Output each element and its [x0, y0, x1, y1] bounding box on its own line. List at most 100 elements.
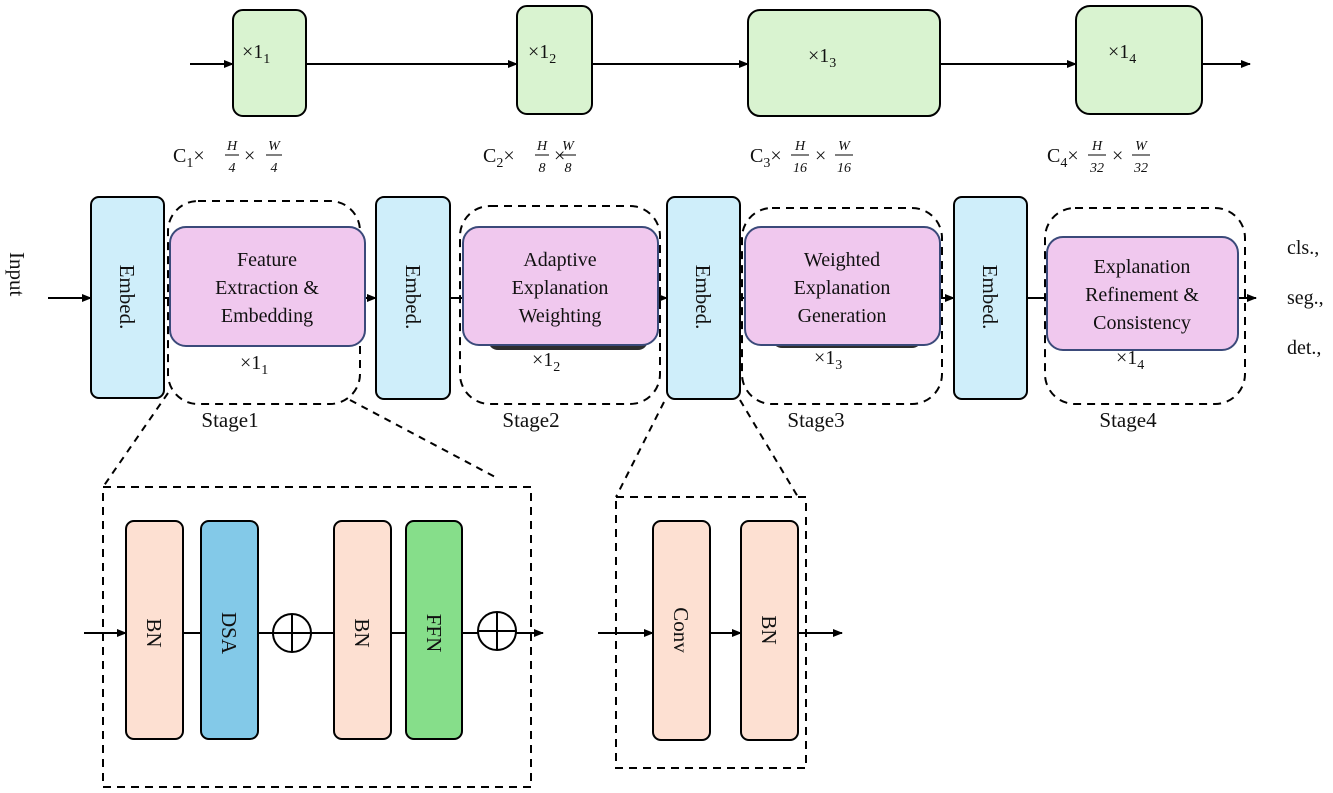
- svg-text:Generation: Generation: [798, 305, 887, 327]
- embed-box-3: [666, 196, 741, 400]
- repeat-label-2: ×12: [528, 41, 556, 67]
- stage-repeat-4: ×14: [1116, 347, 1144, 373]
- svg-text:Feature: Feature: [237, 249, 297, 271]
- embed-detail: Conv BN: [598, 496, 843, 769]
- stage-name-3: Stage3: [787, 408, 844, 432]
- svg-text:Adaptive: Adaptive: [523, 249, 596, 271]
- svg-text:Explanation: Explanation: [1094, 256, 1191, 278]
- input-label: Input: [5, 252, 29, 296]
- stage-repeat-1: ×11: [240, 352, 268, 378]
- stage-name-4: Stage4: [1099, 408, 1157, 432]
- embed-bn-label: BN: [757, 615, 781, 644]
- add-icon-2: [477, 611, 517, 651]
- stage-detail: BN DSA BN FFN: [84, 486, 544, 788]
- svg-text:×: ×: [1112, 145, 1123, 167]
- svg-text:Weighting: Weighting: [519, 305, 602, 327]
- svg-text:Weighted: Weighted: [804, 249, 880, 271]
- svg-text:4: 4: [271, 161, 278, 176]
- embed-label-3: Embed.: [691, 265, 715, 330]
- output-det: det.,: [1287, 337, 1321, 359]
- output-seg: seg.,: [1287, 287, 1324, 309]
- middle-row: Input Embed. Embed. Embed. Embed. Featur…: [5, 196, 1324, 432]
- stage-repeat-3: ×13: [814, 347, 842, 373]
- embed-box-4: [953, 196, 1028, 400]
- stage-box-2: [462, 226, 659, 346]
- stage-name-1: Stage1: [201, 408, 258, 432]
- stage-box-1: [169, 226, 366, 347]
- zoom-connectors: [102, 392, 799, 498]
- svg-text:C1×: C1×: [173, 145, 205, 171]
- svg-text:×: ×: [244, 145, 255, 167]
- svg-text:C2×: C2×: [483, 145, 515, 171]
- svg-text:4: 4: [229, 161, 236, 176]
- ffn-label: FFN: [422, 614, 446, 653]
- svg-text:32: 32: [1133, 161, 1148, 176]
- stage-box-4: [1046, 236, 1239, 351]
- svg-text:H: H: [536, 139, 548, 154]
- stage-text-3: Weighted Explanation Generation: [794, 249, 891, 327]
- svg-text:C3×: C3×: [750, 145, 782, 171]
- repeat-label-4: ×14: [1108, 41, 1136, 67]
- svg-text:Embedding: Embedding: [221, 305, 313, 327]
- svg-text:W: W: [562, 139, 575, 154]
- repeat-label-3: ×13: [808, 45, 836, 71]
- stage-box-3: [744, 226, 941, 346]
- dim-label-1: C1× H 4 × W 4: [173, 139, 282, 176]
- stage-name-2: Stage2: [502, 408, 559, 432]
- bn-block-1: [125, 520, 184, 740]
- svg-text:×: ×: [815, 145, 826, 167]
- svg-text:Explanation: Explanation: [512, 277, 609, 299]
- stage-detail-frame: [102, 486, 532, 788]
- dsa-label: DSA: [217, 612, 241, 655]
- stage-container-4: [1044, 207, 1246, 405]
- svg-text:W: W: [838, 139, 851, 154]
- repeat-box-4: [1075, 5, 1203, 115]
- svg-text:Explanation: Explanation: [794, 277, 891, 299]
- add-icon-1: [272, 613, 312, 653]
- svg-text:Extraction &: Extraction &: [215, 277, 319, 299]
- svg-text:H: H: [226, 139, 238, 154]
- embed-label-4: Embed.: [978, 265, 1002, 330]
- stage-text-2: Adaptive Explanation Weighting: [512, 249, 609, 327]
- bn-label-2: BN: [350, 618, 374, 647]
- dim-label-2: C2× H 8 × W 8: [483, 139, 576, 176]
- dim-label-3: C3× H 16 × W 16: [750, 139, 853, 176]
- top-row: ×11 ×12 ×13 ×14 C1× H 4 × W 4 C2× H 8 × …: [173, 5, 1251, 176]
- svg-text:16: 16: [837, 161, 851, 176]
- embed-bn-block: [740, 520, 799, 741]
- stage-container-1: [167, 200, 361, 405]
- repeat-box-3: [747, 9, 941, 117]
- embed-box-2: [375, 196, 451, 400]
- bn-label-1: BN: [142, 618, 166, 647]
- svg-text:W: W: [1135, 139, 1148, 154]
- repeat-box-2: [516, 5, 593, 115]
- svg-text:H: H: [794, 139, 806, 154]
- svg-text:16: 16: [793, 161, 807, 176]
- stage-repeat-2: ×12: [532, 349, 560, 375]
- bn-block-2: [333, 520, 392, 740]
- conv-label: Conv: [669, 607, 693, 653]
- repeat-box-1: [232, 9, 307, 117]
- svg-text:C4×: C4×: [1047, 145, 1079, 171]
- svg-text:32: 32: [1089, 161, 1104, 176]
- svg-text:Consistency: Consistency: [1093, 312, 1191, 334]
- svg-text:8: 8: [565, 161, 572, 176]
- svg-text:Refinement &: Refinement &: [1085, 284, 1199, 306]
- ffn-block: [405, 520, 463, 740]
- conv-block: [652, 520, 711, 741]
- embed-label-2: Embed.: [401, 265, 425, 330]
- embed-label-1: Embed.: [115, 265, 139, 330]
- stage-container-2: [459, 205, 661, 405]
- stage-container-3: [741, 207, 943, 405]
- repeat-label-1: ×11: [242, 41, 270, 67]
- svg-text:8: 8: [539, 161, 546, 176]
- dim-label-4: C4× H 32 × W 32: [1047, 139, 1150, 176]
- stage-text-1: Feature Extraction & Embedding: [215, 249, 319, 327]
- dsa-block: [200, 520, 259, 740]
- svg-text:×: ×: [554, 145, 565, 167]
- svg-text:W: W: [268, 139, 281, 154]
- stage-text-4: Explanation Refinement & Consistency: [1085, 256, 1199, 334]
- embed-box-1: [90, 196, 165, 399]
- svg-text:H: H: [1091, 139, 1103, 154]
